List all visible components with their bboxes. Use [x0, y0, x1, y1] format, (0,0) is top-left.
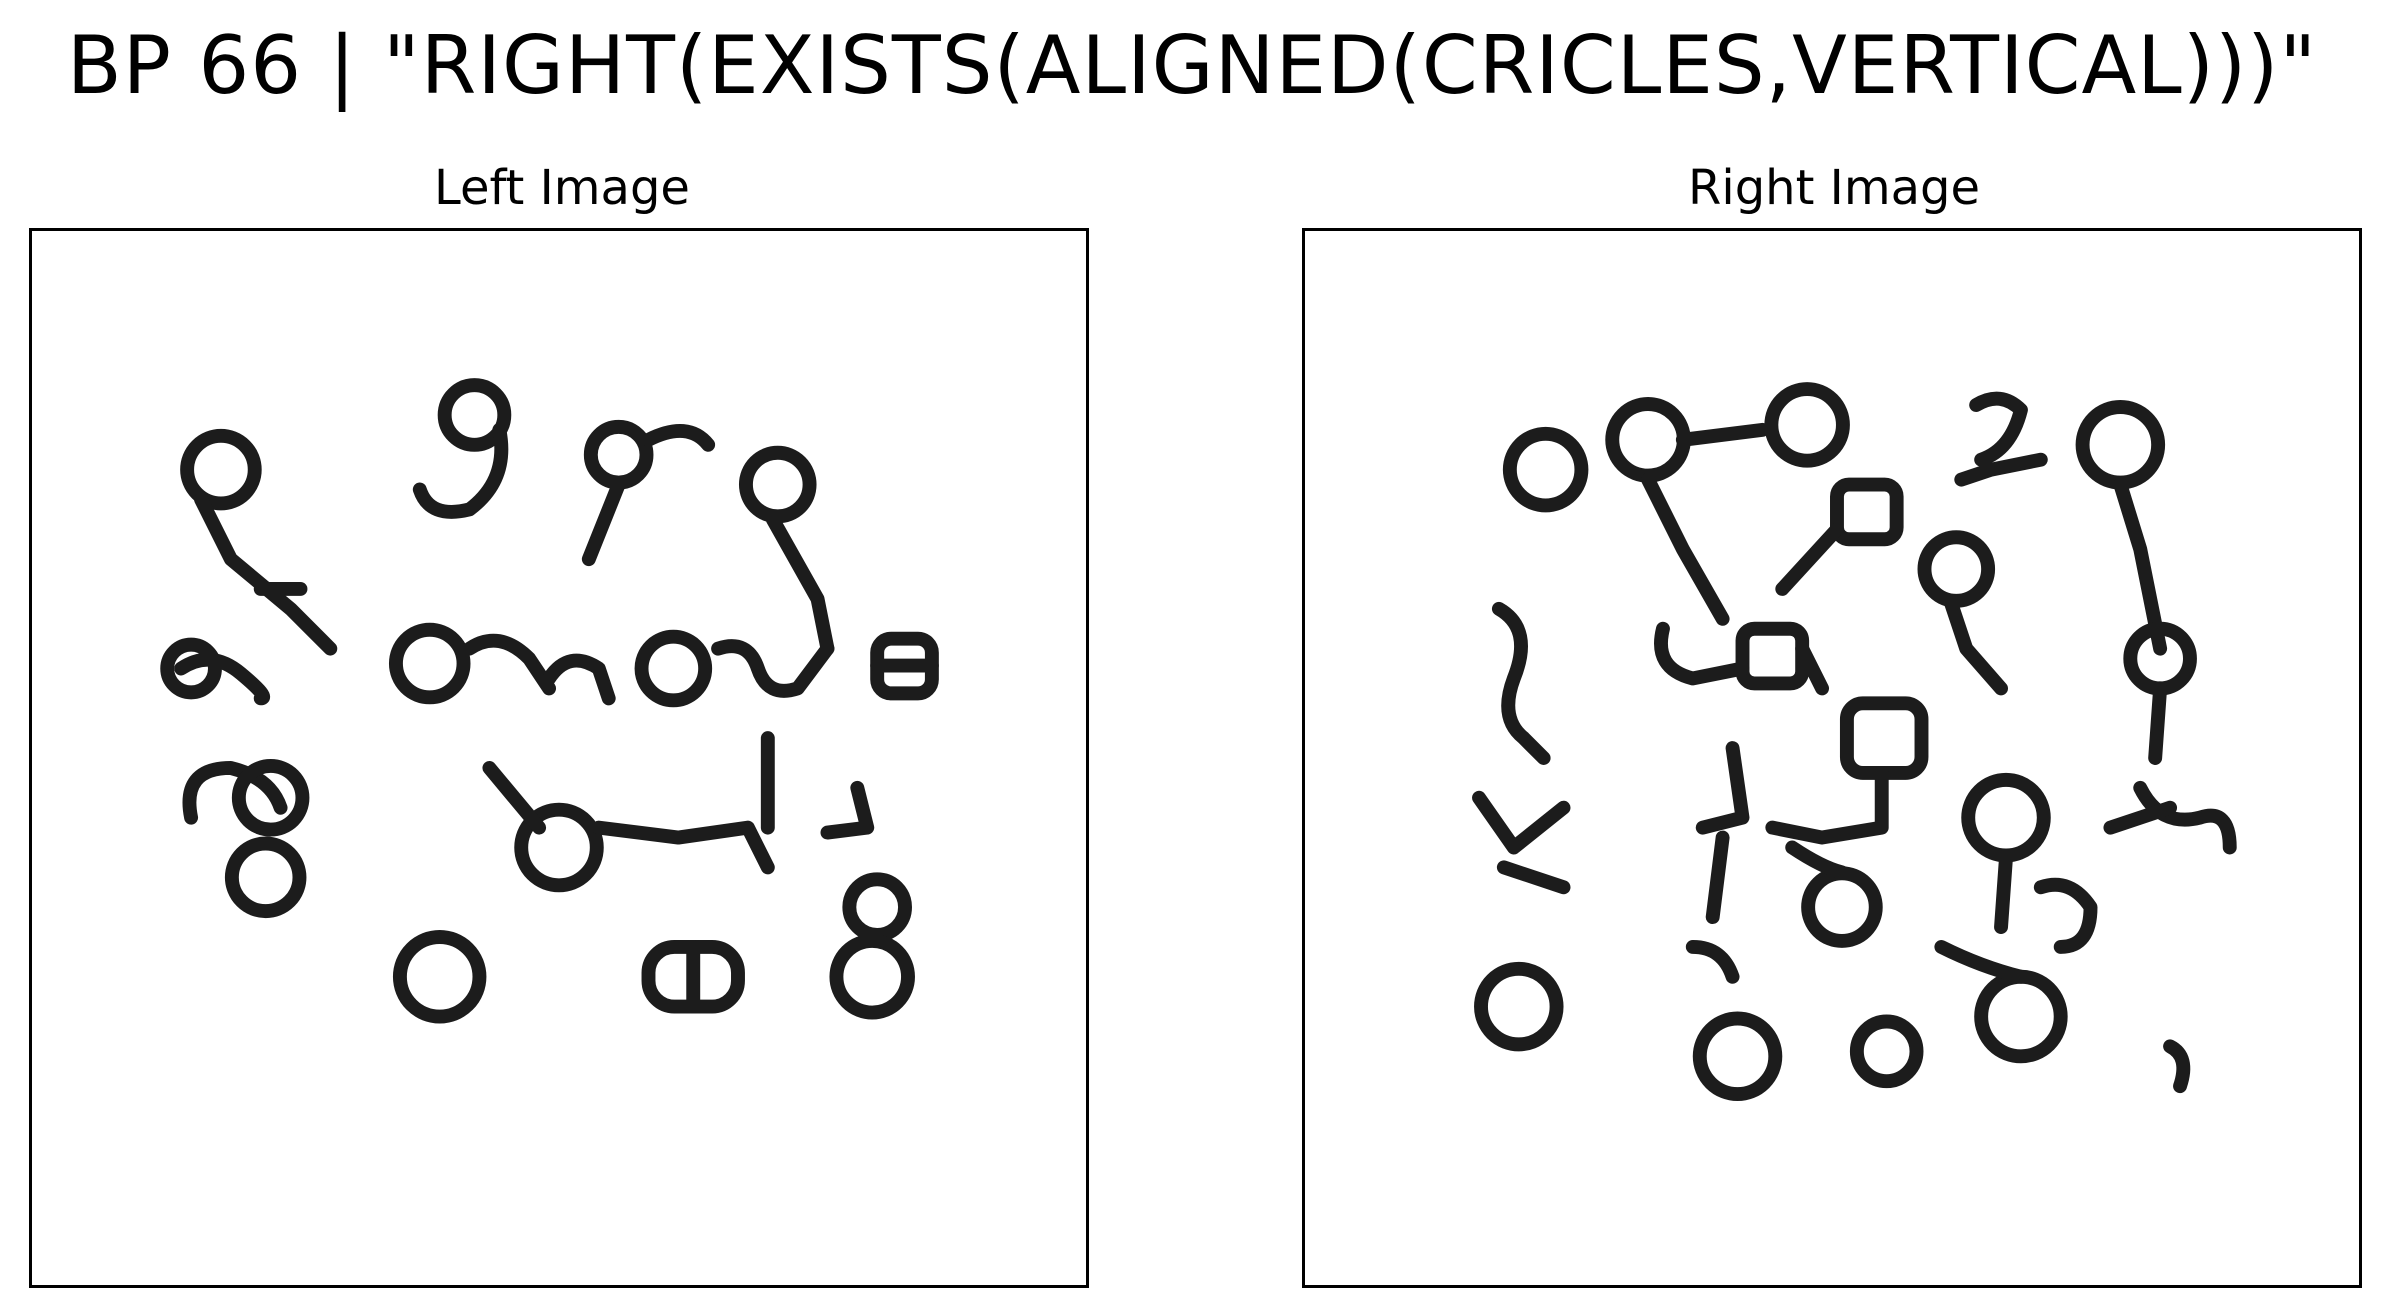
figure-title: BP 66 | "RIGHT(EXISTS(ALIGNED(CRICLES,VE… — [66, 19, 2318, 112]
left-panel-label: Left Image — [434, 160, 690, 216]
right-image-drawing — [1472, 382, 2237, 1102]
right-panel-label: Right Image — [1688, 160, 1980, 216]
left-image-drawing — [160, 378, 939, 1024]
right-image-panel — [1302, 228, 2362, 1288]
left-image-panel — [29, 228, 1089, 1288]
